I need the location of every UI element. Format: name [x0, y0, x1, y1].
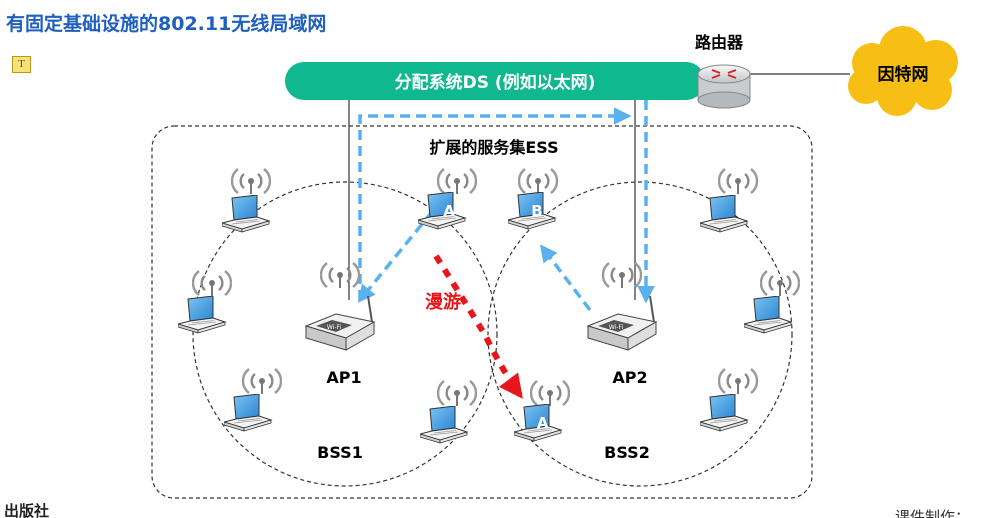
ds-label: 分配系统DS (例如以太网): [395, 72, 596, 93]
laptop-bss1-top-left: [222, 168, 271, 233]
station-b: B: [508, 168, 558, 230]
frame-path-ap1-to-ap2: [358, 107, 632, 300]
svg-text:Wi-Fi: Wi-Fi: [327, 324, 342, 331]
roaming-label: 漫游: [425, 291, 461, 313]
router-icon: [697, 64, 751, 109]
laptop-bss2-top-right: [700, 168, 758, 233]
laptop-bss1-left: [178, 270, 232, 334]
ds-bar: [285, 62, 705, 100]
ap2-label: AP2: [612, 368, 647, 387]
text-tool-icon[interactable]: T: [12, 56, 31, 73]
laptop-bss2-bottom-right: [700, 368, 758, 432]
svg-text:A': A': [537, 414, 553, 432]
publisher-logo: 出版社: [4, 502, 50, 518]
svg-text:B: B: [531, 202, 542, 220]
router-label: 路由器: [695, 33, 744, 52]
station-a-prime: A': [514, 380, 570, 442]
station-a: A: [418, 168, 477, 230]
frame-path-a-to-ap1: [357, 210, 434, 303]
internet-label: 因特网: [878, 64, 929, 85]
ap2-device-icon: Wi-Fi: [586, 262, 658, 351]
svg-text:A: A: [443, 202, 455, 220]
frame-path-ap2-to-b: [539, 244, 592, 312]
bss1-circle: [192, 181, 498, 487]
bss2-label: BSS2: [604, 443, 650, 462]
internet-cloud-icon: [848, 26, 958, 116]
ess-boundary: [151, 125, 813, 499]
ap1-device-icon: Wi-Fi: [304, 262, 376, 351]
svg-text:Wi-Fi: Wi-Fi: [609, 324, 624, 331]
laptop-bss1-bottom-left: [224, 368, 282, 432]
bss2-circle: [487, 181, 793, 487]
courseware-credit: 课件制作：: [895, 508, 971, 518]
laptop-bss1-bottom-right: [420, 380, 477, 444]
ess-label: 扩展的服务集ESS: [429, 138, 558, 157]
bss1-label: BSS1: [317, 443, 363, 462]
page-title: 有固定基础设施的802.11无线局域网: [6, 13, 327, 35]
laptop-bss2-right: [744, 270, 800, 334]
roaming-arrow: [433, 254, 523, 399]
ap1-label: AP1: [326, 368, 361, 387]
